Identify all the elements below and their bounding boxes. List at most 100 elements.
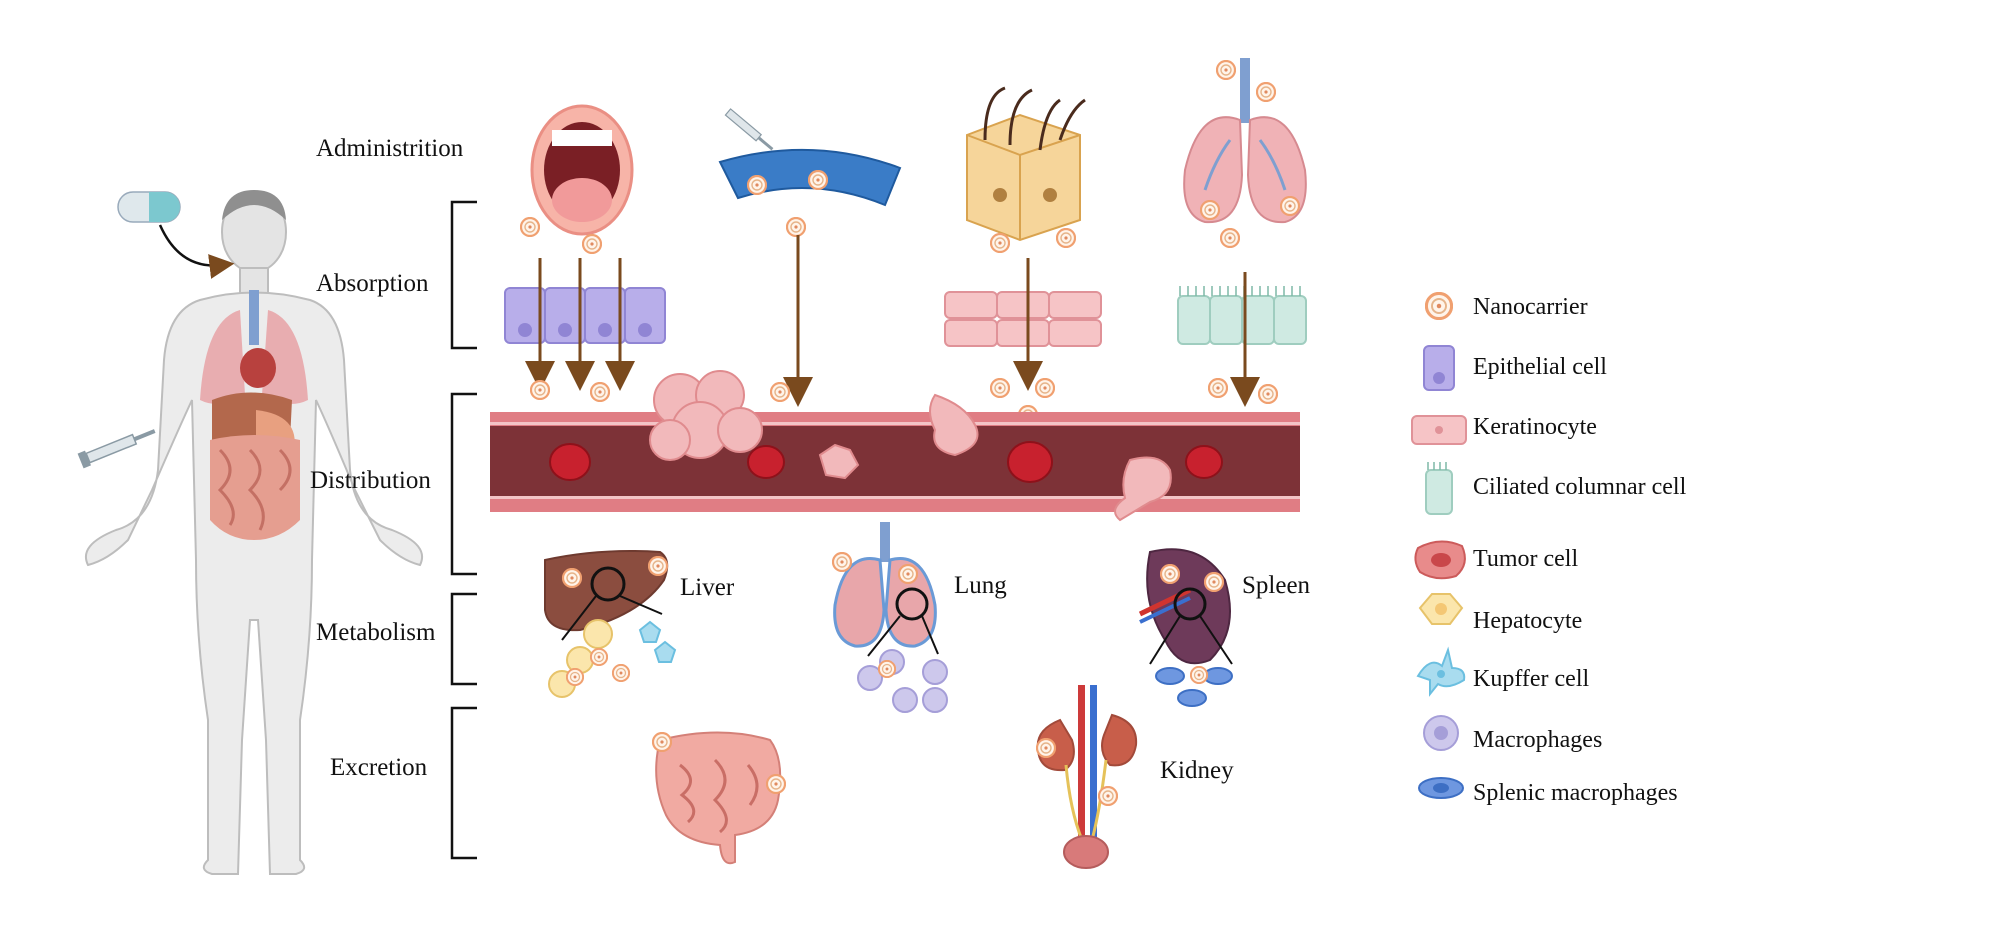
legend-item: Ciliated columnar cell — [1425, 462, 1687, 515]
lung-macrophages — [857, 649, 948, 713]
lung-organ-icon — [833, 522, 939, 657]
stage-label-distribution: Distribution — [310, 467, 431, 494]
skin-icon — [966, 86, 1086, 242]
splenic-macrophage-icon — [1418, 777, 1464, 799]
legend-label: Keratinocyte — [1473, 414, 1597, 440]
legend-item: Kupffer cell — [1416, 646, 1590, 697]
nano-mouth-2 — [582, 234, 602, 254]
nano-inj-1 — [786, 217, 806, 237]
nano-kidney-2 — [1098, 786, 1118, 806]
red-blood-cells — [549, 441, 1223, 483]
nano-abs-5 — [1035, 378, 1055, 398]
nano-abs-2 — [590, 382, 610, 402]
lungs-administration-icon — [1183, 58, 1307, 224]
nano-abs-1 — [530, 380, 550, 400]
epithelial-cell-icon — [1423, 345, 1455, 391]
tumor-cell-icon — [1414, 540, 1466, 580]
stage-brackets — [450, 200, 477, 860]
nano-lung-5 — [1220, 228, 1240, 248]
legend-label: Hepatocyte — [1473, 608, 1582, 634]
nano-abs-3 — [770, 382, 790, 402]
nano-skin-2 — [1056, 228, 1076, 248]
organ-label-lung: Lung — [954, 572, 1007, 599]
kidney-icon — [1036, 685, 1138, 869]
stage-label-absorption: Absorption — [316, 270, 429, 297]
stage-label-administration: Administrition — [316, 135, 464, 162]
syringe-icon — [77, 429, 156, 469]
legend-label: Splenic macrophages — [1473, 780, 1678, 806]
ciliated-layer — [1177, 286, 1307, 345]
nano-lung-1 — [1216, 60, 1236, 80]
tumor-cluster — [649, 370, 763, 461]
tumor-cell — [818, 443, 860, 480]
liver-cells — [548, 619, 677, 698]
ciliated-cell-icon — [1425, 462, 1453, 515]
legend-label: Nanocarrier — [1473, 294, 1588, 320]
blood-vessel — [490, 412, 1300, 512]
legend-label: Epithelial cell — [1473, 354, 1607, 380]
absorption-arrows — [525, 235, 1260, 407]
legend-item: Nanocarrier — [1425, 292, 1588, 320]
tumor-cells — [649, 370, 1172, 522]
spleen-icon — [1138, 548, 1233, 665]
pill-arrow — [158, 224, 235, 279]
nano-liver-1 — [562, 568, 582, 588]
nano-spleen-1 — [1160, 564, 1180, 584]
nano-mouth-1 — [520, 217, 540, 237]
organ-label-spleen: Spleen — [1242, 572, 1311, 599]
stage-label-excretion: Excretion — [330, 754, 428, 781]
legend-label: Ciliated columnar cell — [1473, 474, 1687, 500]
legend-label: Tumor cell — [1473, 546, 1578, 572]
nano-lung-2 — [1256, 82, 1276, 102]
legend-item: Epithelial cell — [1423, 345, 1607, 391]
nano-liver-2 — [648, 556, 668, 576]
legend-label: Kupffer cell — [1473, 666, 1590, 692]
macrophage-icon — [1423, 715, 1459, 751]
nano-spleen-2 — [1204, 572, 1224, 592]
nano-abs-7 — [1208, 378, 1228, 398]
legend: Nanocarrier Epithelial cell Keratinocyte… — [1411, 292, 1687, 806]
organ-label-liver: Liver — [680, 574, 735, 601]
hepatocyte-icon — [1418, 593, 1464, 625]
human-body — [85, 190, 423, 875]
red-blood-cell — [1007, 441, 1053, 483]
spleen-macrophages — [1155, 666, 1233, 707]
legend-item: Hepatocyte — [1418, 593, 1582, 634]
mouth-icon — [530, 104, 634, 236]
nanocarrier-icon — [1425, 292, 1453, 320]
nano-lung-4 — [1280, 196, 1300, 216]
bracket-absorption — [450, 200, 477, 350]
nano-lung-organ-2 — [898, 564, 918, 584]
legend-item: Splenic macrophages — [1418, 777, 1678, 806]
nano-intestine-2 — [766, 774, 786, 794]
organ-label-kidney: Kidney — [1160, 757, 1234, 784]
stage-label-metabolism: Metabolism — [316, 619, 436, 646]
keratinocyte-layer — [944, 291, 1102, 347]
nano-lung-organ-1 — [832, 552, 852, 572]
nano-abs-8 — [1258, 384, 1278, 404]
intestine-icon — [655, 731, 782, 865]
nano-skin-1 — [990, 233, 1010, 253]
red-blood-cell — [747, 445, 785, 479]
lungs-icon — [200, 310, 308, 404]
kupffer-cell-icon — [1416, 646, 1466, 697]
red-blood-cell — [549, 443, 591, 481]
nano-intestine-1 — [652, 732, 672, 752]
legend-item: Macrophages — [1423, 715, 1602, 753]
keratinocyte-icon — [1411, 415, 1467, 445]
tumor-cell — [929, 393, 979, 457]
bracket-excretion — [450, 706, 477, 860]
tumor-cell — [1114, 456, 1172, 522]
injection-vessel-icon — [718, 108, 902, 207]
bracket-metabolism — [450, 592, 477, 686]
nano-abs-4 — [990, 378, 1010, 398]
nano-lung-3 — [1200, 200, 1220, 220]
legend-item: Tumor cell — [1414, 540, 1578, 580]
epithelial-layer — [504, 287, 666, 344]
bracket-distribution — [450, 392, 477, 576]
red-blood-cell — [1185, 445, 1223, 479]
legend-label: Macrophages — [1473, 727, 1602, 753]
pill-icon — [117, 191, 181, 223]
nano-kidney-1 — [1036, 738, 1056, 758]
